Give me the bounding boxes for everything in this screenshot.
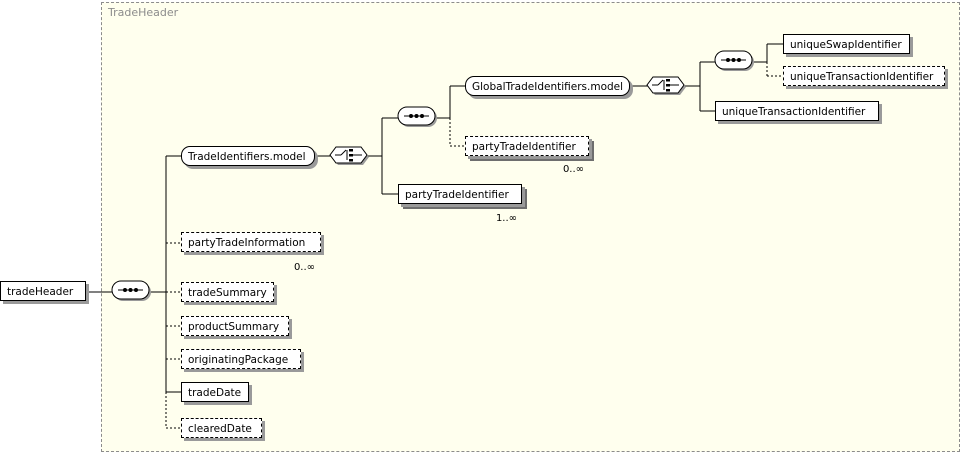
group-label: TradeHeader xyxy=(108,6,179,19)
ids-sequence-icon xyxy=(397,106,437,127)
node-globaltradeidentifiers-model[interactable]: GlobalTradeIdentifiers.model xyxy=(465,76,630,96)
root-element-tradeheader[interactable]: tradeHeader xyxy=(0,281,86,301)
global-choice-icon xyxy=(646,76,686,95)
node-uniqueswapidentifier[interactable]: uniqueSwapIdentifier xyxy=(783,34,910,54)
node-partytradeinformation[interactable]: partyTradeInformation xyxy=(181,232,321,252)
node-tradeidentifiers-model[interactable]: TradeIdentifiers.model xyxy=(181,146,315,166)
root-sequence-icon xyxy=(111,280,151,301)
node-tradedate[interactable]: tradeDate xyxy=(181,382,249,402)
ids-choice-icon xyxy=(329,146,369,165)
node-productsummary[interactable]: productSummary xyxy=(181,316,289,336)
connectors xyxy=(86,43,783,429)
cardinality-partytradeinformation: 0..∞ xyxy=(293,262,315,273)
node-uniquetransactionidentifier[interactable]: uniqueTransactionIdentifier xyxy=(715,101,879,121)
node-uniquetransactionidentifier-optional[interactable]: uniqueTransactionIdentifier xyxy=(783,66,945,86)
cardinality-partytradeidentifier: 1..∞ xyxy=(495,213,517,224)
node-tradesummary[interactable]: tradeSummary xyxy=(181,282,274,302)
node-partytradeidentifier-optional[interactable]: partyTradeIdentifier xyxy=(465,136,589,156)
node-originatingpackage[interactable]: originatingPackage xyxy=(181,349,301,369)
cardinality-partytradeidentifier-optional: 0..∞ xyxy=(562,164,584,175)
node-cleareddate[interactable]: clearedDate xyxy=(181,418,262,438)
swap-sequence-icon xyxy=(714,50,754,71)
node-partytradeidentifier[interactable]: partyTradeIdentifier xyxy=(398,184,522,204)
